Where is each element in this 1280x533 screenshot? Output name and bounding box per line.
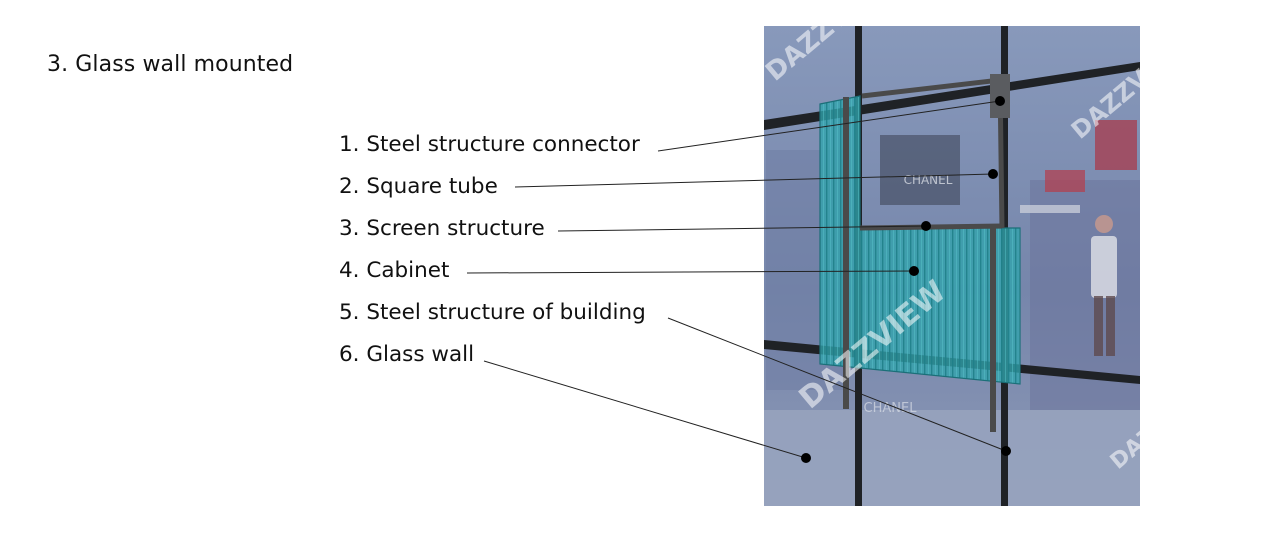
- callout-dot-4: [909, 266, 919, 276]
- callout-dot-2: [988, 169, 998, 179]
- callout-dot-6: [801, 453, 811, 463]
- page-title: 3. Glass wall mounted: [47, 52, 294, 77]
- led-cabinet: [819, 95, 1021, 385]
- callout-dot-5: [1001, 446, 1011, 456]
- leader-line-2: [514, 173, 994, 188]
- leader-line-4: [466, 270, 915, 274]
- callout-dot-1: [995, 96, 1005, 106]
- left-support-post: [843, 97, 849, 409]
- label-steel-structure-of-building: 5. Steel structure of building: [339, 300, 646, 325]
- leader-line-3: [557, 225, 927, 232]
- leader-line-5: [667, 317, 1007, 452]
- leader-line-1: [657, 100, 1001, 152]
- right-support-post: [990, 226, 996, 432]
- store-sign-bottom: CHANEL: [864, 401, 918, 416]
- label-screen-structure: 3. Screen structure: [339, 216, 545, 241]
- label-cabinet: 4. Cabinet: [339, 258, 450, 283]
- label-steel-structure-connector: 1. Steel structure connector: [339, 132, 640, 157]
- label-glass-wall: 6. Glass wall: [339, 342, 475, 367]
- leader-line-6: [483, 360, 807, 459]
- callout-dot-3: [921, 221, 931, 231]
- label-square-tube: 2. Square tube: [339, 174, 498, 199]
